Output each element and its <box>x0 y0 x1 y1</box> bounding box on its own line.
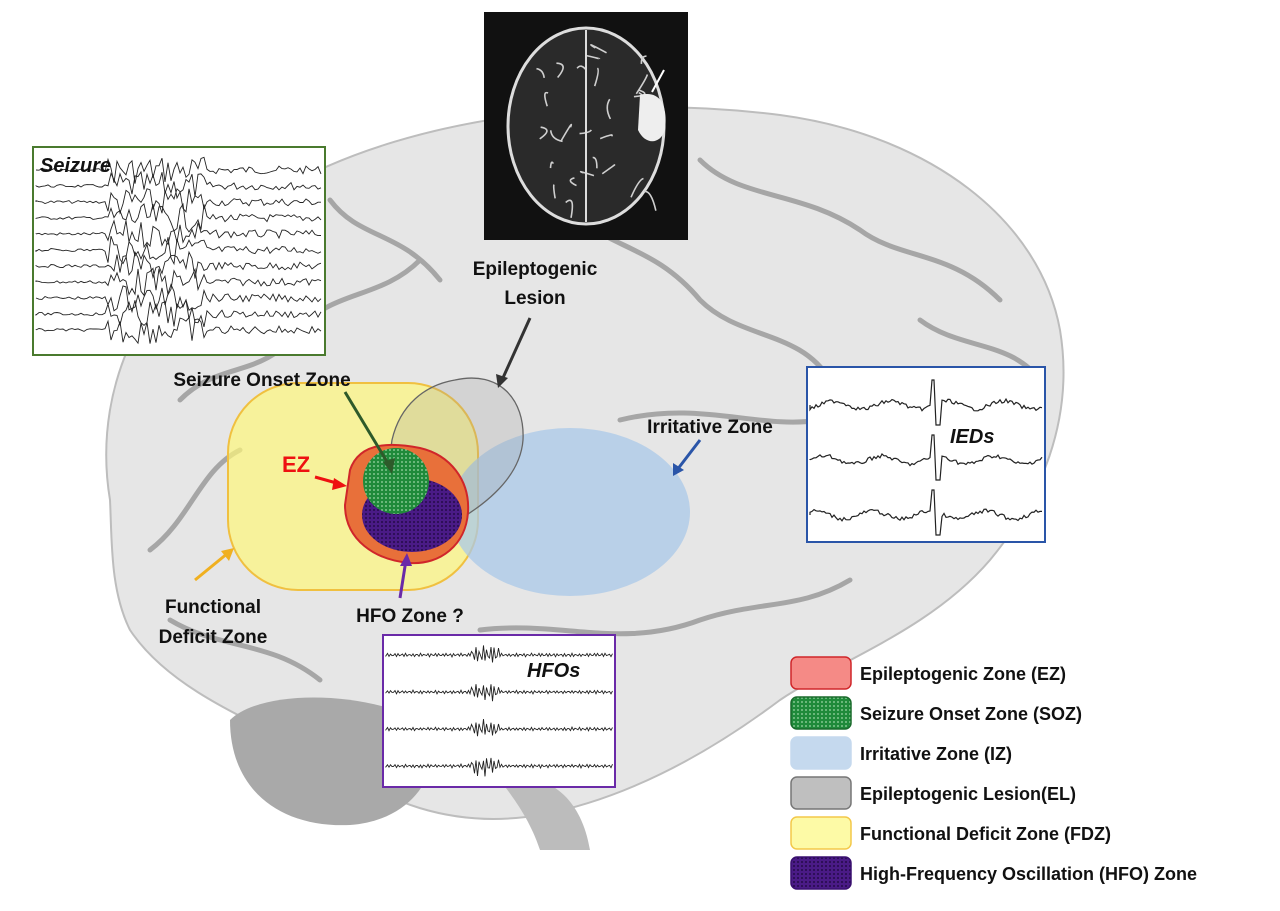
lesion-label-2: Lesion <box>504 288 565 309</box>
eeg-trace <box>809 489 1042 536</box>
eeg-trace <box>809 379 1043 426</box>
fdz-label-2: Deficit Zone <box>159 627 268 648</box>
eeg-trace <box>35 156 322 184</box>
legend-swatch <box>790 856 852 890</box>
eeg-trace <box>35 316 322 345</box>
eeg-trace <box>35 283 322 312</box>
seizure-onset-zone <box>363 448 429 514</box>
legend-swatch <box>790 696 852 730</box>
fdz-arrow <box>194 551 229 582</box>
mri-image <box>484 12 688 240</box>
legend-label: Epileptogenic Zone (EZ) <box>860 664 1066 684</box>
legend-swatch <box>790 736 852 770</box>
seizure-eeg-inset: Seizure <box>32 146 326 356</box>
legend-label: Epileptogenic Lesion(EL) <box>860 784 1076 804</box>
ieds-eeg-inset: IEDs <box>806 366 1046 543</box>
hfos-inset-title: HFOs <box>527 660 580 682</box>
legend-swatch <box>790 776 852 810</box>
legend-label: Functional Deficit Zone (FDZ) <box>860 824 1111 844</box>
irritative-arrow <box>675 439 702 471</box>
irritative-label: Irritative Zone <box>647 417 773 438</box>
eeg-trace <box>35 267 322 297</box>
eeg-trace <box>35 202 322 233</box>
eeg-trace <box>385 684 613 702</box>
eeg-trace <box>35 188 321 215</box>
hfo-arrow <box>398 559 408 599</box>
legend-label: Seizure Onset Zone (SOZ) <box>860 704 1082 724</box>
legend-label: Irritative Zone (IZ) <box>860 744 1012 764</box>
eeg-trace <box>385 757 613 777</box>
hfos-eeg-inset: HFOs <box>382 634 616 788</box>
seizure-inset-title: Seizure <box>40 155 111 177</box>
irritative-zone <box>450 428 690 596</box>
eeg-trace <box>35 235 322 266</box>
legend-label: High-Frequency Oscillation (HFO) Zone <box>860 864 1197 884</box>
hfo-zone-label: HFO Zone ? <box>356 606 464 627</box>
legend-swatch <box>790 816 852 850</box>
legend-swatch <box>790 656 852 690</box>
lesion-arrow <box>500 317 532 381</box>
legend: Epileptogenic Zone (EZ) Seizure Onset Zon… <box>790 656 1197 890</box>
fdz-label: Functional <box>165 597 261 618</box>
ez-label: EZ <box>282 452 310 477</box>
eeg-trace <box>385 718 613 737</box>
lesion-label: Epileptogenic <box>473 259 598 280</box>
eeg-trace <box>35 298 322 328</box>
eeg-trace <box>35 250 322 279</box>
eeg-trace <box>809 434 1043 481</box>
ieds-inset-title: IEDs <box>950 426 994 448</box>
eeg-trace <box>35 170 322 200</box>
eeg-trace <box>385 645 613 663</box>
soz-label: Seizure Onset Zone <box>173 370 350 391</box>
soz-arrow <box>343 391 394 471</box>
